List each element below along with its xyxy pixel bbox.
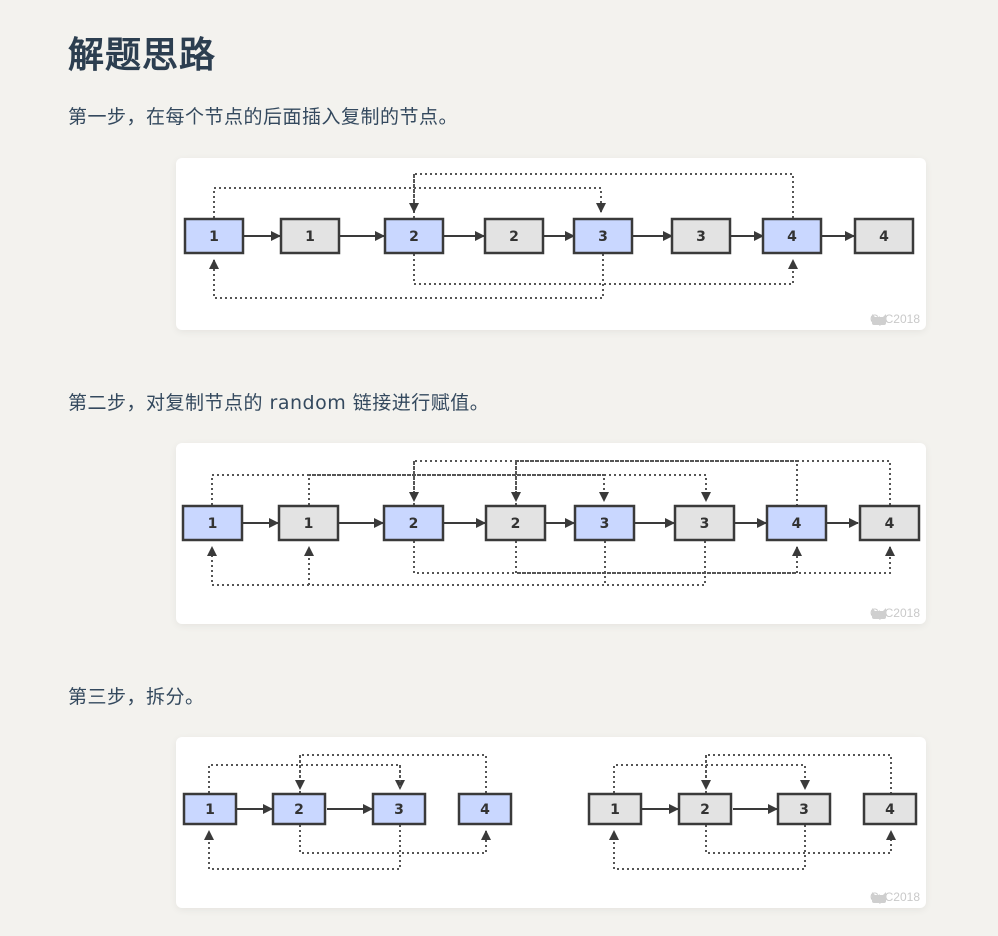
node-box — [673, 504, 736, 542]
node-box — [761, 217, 823, 255]
node-box — [182, 792, 238, 826]
diagram-step-1: 1 1 2 2 3 3 4 4 CyC2018 — [176, 158, 926, 330]
random-pointers — [209, 173, 798, 299]
diagram-step-1-svg: 1 1 2 2 3 3 4 4 — [183, 173, 915, 299]
node-label: 4 — [879, 229, 889, 245]
original-node-1: 1 — [181, 504, 244, 542]
step-1-text: 第一步，在每个节点的后面插入复制的节点。 — [68, 106, 459, 128]
original-node-1: 1 — [182, 792, 238, 826]
node-label: 1 — [304, 516, 314, 532]
cat-logo-icon — [871, 892, 886, 903]
node-label: 3 — [598, 229, 608, 245]
node-label: 2 — [409, 516, 419, 532]
node-label: 3 — [696, 229, 706, 245]
random-pointers-original — [204, 754, 491, 870]
node-label: 2 — [700, 802, 710, 818]
node-box — [457, 792, 513, 826]
node-box — [587, 792, 643, 826]
watermark: CyC2018 — [869, 606, 920, 620]
node-label: 4 — [885, 802, 895, 818]
random-pointers-copy — [609, 754, 896, 870]
node-box — [183, 217, 245, 255]
original-node-4: 4 — [761, 217, 823, 255]
node-label: 4 — [885, 516, 895, 532]
node-label: 3 — [600, 516, 610, 532]
diagram-step-3: 1 2 3 4 1 2 3 4 CyC2018 — [176, 737, 926, 908]
node-label: 3 — [394, 802, 404, 818]
node-label: 2 — [511, 516, 521, 532]
node-label: 3 — [700, 516, 710, 532]
node-label: 2 — [509, 229, 519, 245]
node-label: 1 — [209, 229, 219, 245]
original-node-2: 2 — [271, 792, 327, 826]
node-box — [382, 504, 445, 542]
copy-node-4: 4 — [853, 217, 915, 255]
diagram-step-2: 1 1 2 2 3 3 4 4 CyC2018 — [176, 443, 926, 624]
original-node-1: 1 — [183, 217, 245, 255]
node-box — [853, 217, 915, 255]
node-label: 1 — [208, 516, 218, 532]
step-2-text: 第二步，对复制节点的 random 链接进行赋值。 — [68, 392, 490, 414]
original-node-3: 3 — [572, 217, 634, 255]
node-label: 3 — [799, 802, 809, 818]
watermark: CyC2018 — [869, 890, 920, 904]
node-box — [484, 504, 547, 542]
copy-node-4: 4 — [858, 504, 921, 542]
watermark: CyC2018 — [869, 312, 920, 326]
copy-node-1: 1 — [277, 504, 340, 542]
copy-node-3: 3 — [776, 792, 832, 826]
list-nodes: 1 1 2 2 3 3 4 4 — [181, 504, 921, 542]
list-nodes: 1 2 3 4 1 2 3 4 — [182, 792, 918, 826]
node-box — [572, 217, 634, 255]
node-label: 1 — [610, 802, 620, 818]
original-node-3: 3 — [371, 792, 427, 826]
diagram-step-3-svg: 1 2 3 4 1 2 3 4 — [182, 754, 918, 870]
node-label: 4 — [480, 802, 490, 818]
original-node-2: 2 — [382, 504, 445, 542]
cat-logo-icon — [871, 608, 886, 619]
node-box — [279, 217, 341, 255]
list-nodes: 1 1 2 2 3 3 4 4 — [183, 217, 915, 255]
original-node-4: 4 — [457, 792, 513, 826]
node-label: 2 — [409, 229, 419, 245]
copy-node-3: 3 — [673, 504, 736, 542]
original-node-2: 2 — [383, 217, 445, 255]
node-label: 4 — [787, 229, 797, 245]
original-node-3: 3 — [573, 504, 636, 542]
node-box — [858, 504, 921, 542]
step-3-text: 第三步，拆分。 — [68, 686, 205, 708]
copy-node-2: 2 — [483, 217, 545, 255]
diagram-step-2-svg: 1 1 2 2 3 3 4 4 — [181, 460, 921, 586]
node-box — [862, 792, 918, 826]
node-box — [670, 217, 732, 255]
cat-logo-icon — [871, 314, 886, 325]
copy-node-2: 2 — [484, 504, 547, 542]
node-label: 2 — [294, 802, 304, 818]
node-box — [383, 217, 445, 255]
node-box — [677, 792, 733, 826]
copy-node-1: 1 — [587, 792, 643, 826]
copy-node-3: 3 — [670, 217, 732, 255]
node-box — [181, 504, 244, 542]
node-box — [776, 792, 832, 826]
node-box — [271, 792, 327, 826]
random-pointers — [207, 460, 895, 586]
page-title: 解题思路 — [68, 35, 217, 76]
node-label: 4 — [792, 516, 802, 532]
node-box — [277, 504, 340, 542]
copy-node-2: 2 — [677, 792, 733, 826]
node-box — [573, 504, 636, 542]
node-label: 1 — [305, 229, 315, 245]
copy-node-4: 4 — [862, 792, 918, 826]
copy-node-1: 1 — [279, 217, 341, 255]
node-box — [483, 217, 545, 255]
original-node-4: 4 — [765, 504, 828, 542]
node-label: 1 — [205, 802, 215, 818]
node-box — [765, 504, 828, 542]
node-box — [371, 792, 427, 826]
